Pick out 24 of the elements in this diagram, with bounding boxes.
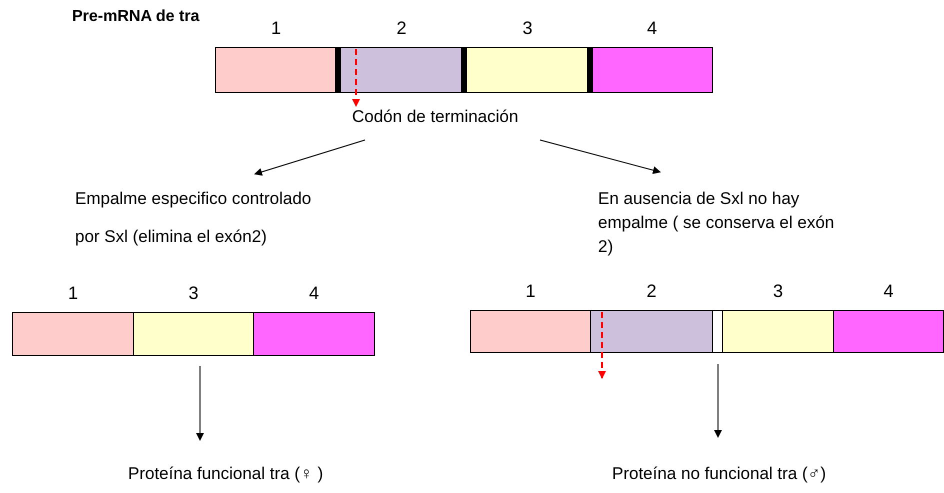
exon-number: 2	[395, 18, 408, 39]
exon-number: 4	[646, 18, 658, 39]
text-label: Proteína funcional tra (♀ )	[128, 463, 408, 485]
text-label: En ausencia de Sxl no hay empalme ( se conserva el exón 2)	[598, 187, 848, 259]
arrow	[540, 140, 661, 174]
arrow	[714, 364, 722, 438]
exon-number: 1	[66, 283, 79, 304]
dashed-arrow	[598, 312, 606, 379]
exon-number: 1	[524, 281, 536, 302]
exon-number: 4	[882, 281, 894, 302]
title: Pre-mRNA de tra	[72, 8, 200, 26]
arrow	[196, 366, 204, 441]
exon-number: 3	[521, 18, 534, 39]
exon-number: 2	[645, 281, 658, 302]
exon-number: 1	[270, 18, 282, 39]
exon-number: 3	[187, 283, 200, 304]
text-label: Proteína no funcional tra (♂)	[612, 463, 912, 485]
exon-number: 4	[308, 283, 320, 304]
arrow	[254, 140, 366, 176]
text-label: Empalme especifico controlado por Sxl (elimina el exón2)	[75, 180, 320, 256]
exon-number: 3	[772, 281, 784, 302]
intron-segment	[712, 310, 723, 353]
dashed-arrow	[352, 49, 360, 107]
text-label: Codón de terminación	[352, 106, 552, 128]
